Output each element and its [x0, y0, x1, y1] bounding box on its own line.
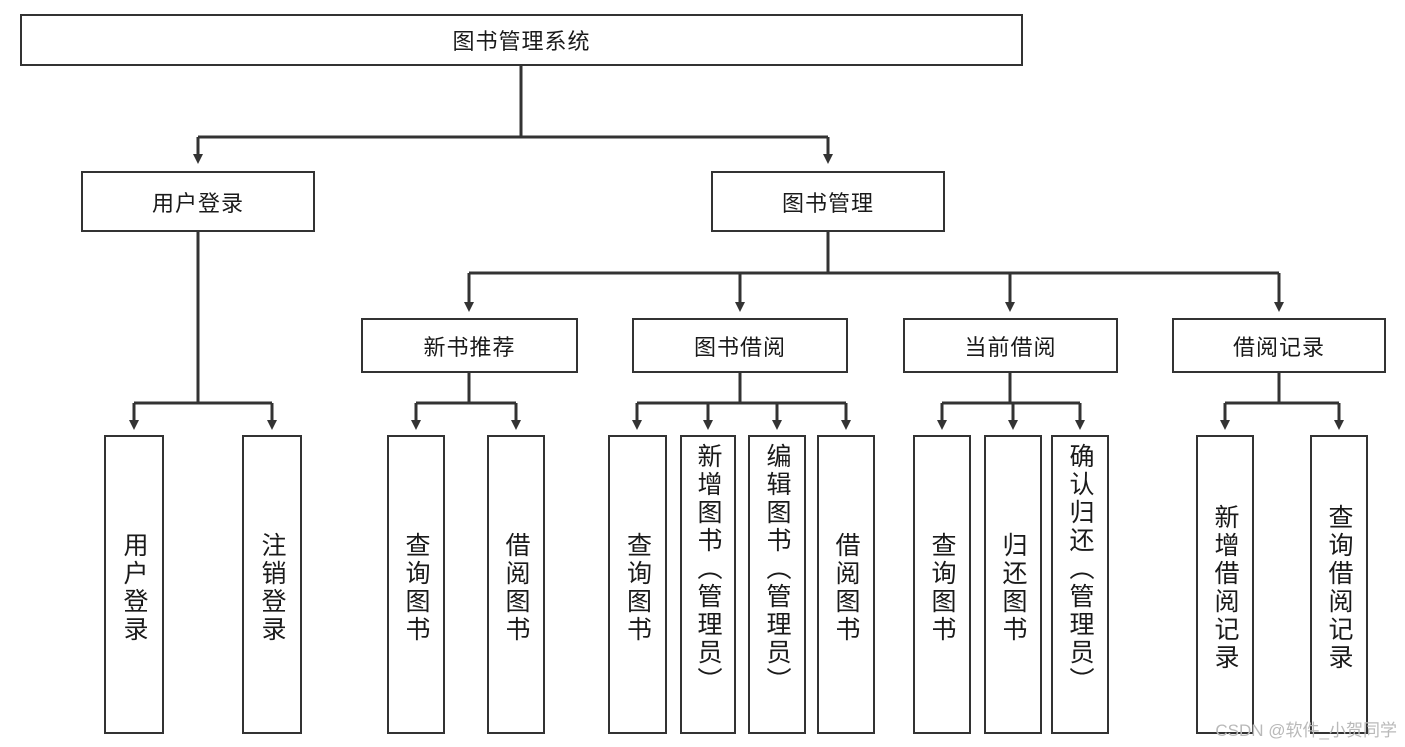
- node-root[interactable]: 图书管理系统: [20, 14, 1023, 66]
- node-root-label: 图书管理系统: [452, 29, 591, 54]
- node-book-manage-label: 图书管理: [781, 190, 874, 216]
- node-borrow-record[interactable]: 借阅记录: [1172, 318, 1386, 373]
- node-leaf-edit-book-label: 编辑图书（管理员）: [763, 443, 791, 695]
- node-book-borrow[interactable]: 图书借阅: [632, 318, 848, 373]
- node-leaf-confirm-return-label: 确认归还（管理员）: [1066, 443, 1094, 695]
- node-leaf-query-record[interactable]: 查询借阅记录: [1310, 435, 1368, 734]
- node-leaf-logout-label: 注销登录: [258, 531, 286, 644]
- node-leaf-logout[interactable]: 注销登录: [242, 435, 302, 734]
- node-leaf-query-book-1[interactable]: 查询图书: [387, 435, 445, 734]
- node-leaf-user-login[interactable]: 用户登录: [104, 435, 164, 734]
- node-borrow-record-label: 借阅记录: [1232, 334, 1325, 360]
- node-book-manage[interactable]: 图书管理: [711, 171, 945, 232]
- node-new-book-rec-label: 新书推荐: [423, 334, 516, 360]
- node-leaf-add-record[interactable]: 新增借阅记录: [1196, 435, 1254, 734]
- node-leaf-user-login-label: 用户登录: [120, 531, 148, 644]
- node-leaf-query-book-2[interactable]: 查询图书: [608, 435, 667, 734]
- node-leaf-borrow-book-1-label: 借阅图书: [502, 531, 530, 644]
- node-leaf-add-book[interactable]: 新增图书（管理员）: [680, 435, 736, 734]
- node-current-borrow[interactable]: 当前借阅: [903, 318, 1118, 373]
- node-leaf-edit-book[interactable]: 编辑图书（管理员）: [748, 435, 806, 734]
- node-leaf-query-book-1-label: 查询图书: [402, 531, 430, 644]
- node-leaf-return-book-label: 归还图书: [999, 531, 1027, 644]
- node-leaf-confirm-return[interactable]: 确认归还（管理员）: [1051, 435, 1109, 734]
- node-user-login-label: 用户登录: [151, 190, 244, 216]
- node-leaf-return-book[interactable]: 归还图书: [984, 435, 1042, 734]
- node-leaf-query-book-3[interactable]: 查询图书: [913, 435, 971, 734]
- node-new-book-rec[interactable]: 新书推荐: [361, 318, 578, 373]
- node-book-borrow-label: 图书借阅: [693, 334, 786, 360]
- node-leaf-query-record-label: 查询借阅记录: [1325, 503, 1353, 672]
- node-leaf-query-book-3-label: 查询图书: [928, 531, 956, 644]
- node-leaf-borrow-book-2-label: 借阅图书: [832, 531, 860, 644]
- node-current-borrow-label: 当前借阅: [964, 334, 1057, 360]
- node-leaf-add-book-label: 新增图书（管理员）: [694, 443, 722, 695]
- node-leaf-add-record-label: 新增借阅记录: [1211, 503, 1239, 672]
- node-leaf-borrow-book-2[interactable]: 借阅图书: [817, 435, 875, 734]
- node-leaf-query-book-2-label: 查询图书: [623, 531, 652, 644]
- node-leaf-borrow-book-1[interactable]: 借阅图书: [487, 435, 545, 734]
- node-user-login[interactable]: 用户登录: [81, 171, 315, 232]
